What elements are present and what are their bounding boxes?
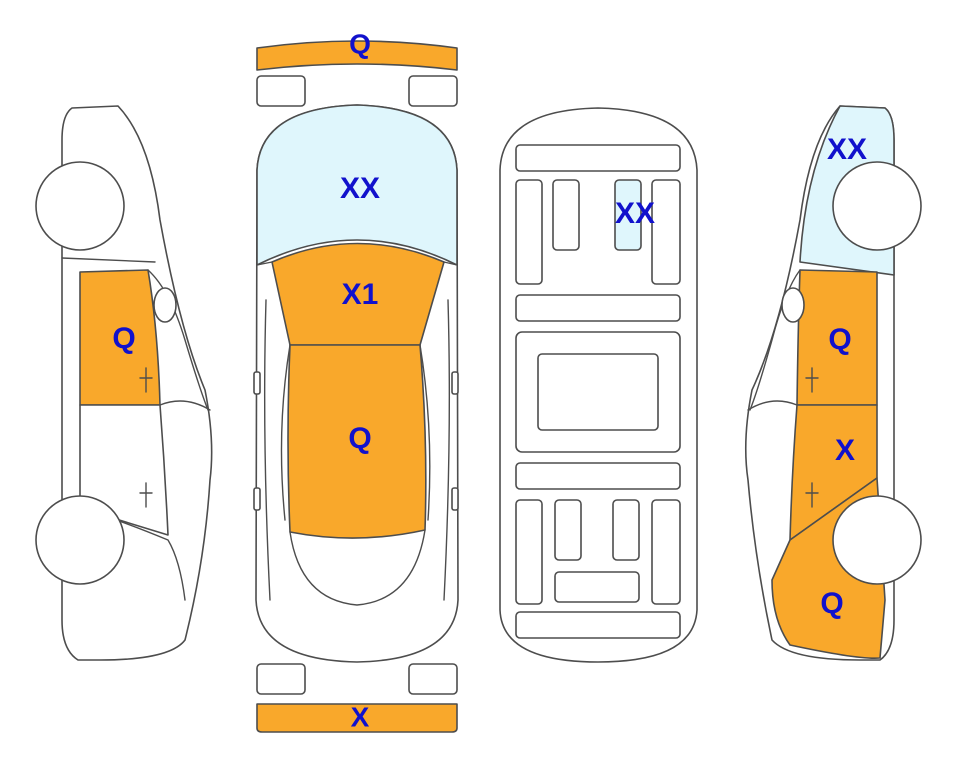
front-right-headlight — [408, 75, 458, 107]
code-windshield: XX — [340, 172, 380, 205]
code-hood: X1 — [342, 278, 379, 311]
code-underbody-panel: XX — [615, 197, 655, 230]
code-right-rear-quarter: Q — [820, 587, 843, 620]
left-rear-wheel — [35, 495, 125, 585]
top-view: Q XX X1 Q X — [253, 28, 459, 733]
underbody-panel[interactable] — [614, 179, 642, 251]
right-rear-wheel — [832, 495, 922, 585]
code-front-bumper: Q — [349, 28, 371, 59]
code-left-front-door: Q — [112, 322, 135, 355]
code-rear-bumper: X — [351, 701, 370, 732]
front-bumper[interactable] — [256, 40, 458, 71]
right-front-wheel — [832, 161, 922, 251]
rear-right-taillight — [408, 663, 458, 695]
roof[interactable] — [287, 344, 427, 539]
front-left-headlight — [256, 75, 306, 107]
right-side-view: XX Q X Q — [744, 105, 922, 661]
right-mirror-top — [451, 371, 459, 395]
left-side-view: Q — [35, 105, 213, 661]
left-mirror — [153, 287, 177, 323]
left-mirror-top — [253, 371, 261, 395]
rear-left-taillight — [256, 663, 306, 695]
code-right-front-glass: XX — [827, 133, 867, 166]
windshield-front[interactable] — [256, 104, 458, 266]
code-right-rear-door: X — [835, 434, 855, 467]
bottom-view: XX — [499, 107, 698, 663]
left-front-wheel — [35, 161, 125, 251]
code-roof: Q — [348, 422, 371, 455]
rear-bumper[interactable] — [256, 703, 458, 733]
right-mirror — [781, 287, 805, 323]
code-right-front-door: Q — [828, 323, 851, 356]
